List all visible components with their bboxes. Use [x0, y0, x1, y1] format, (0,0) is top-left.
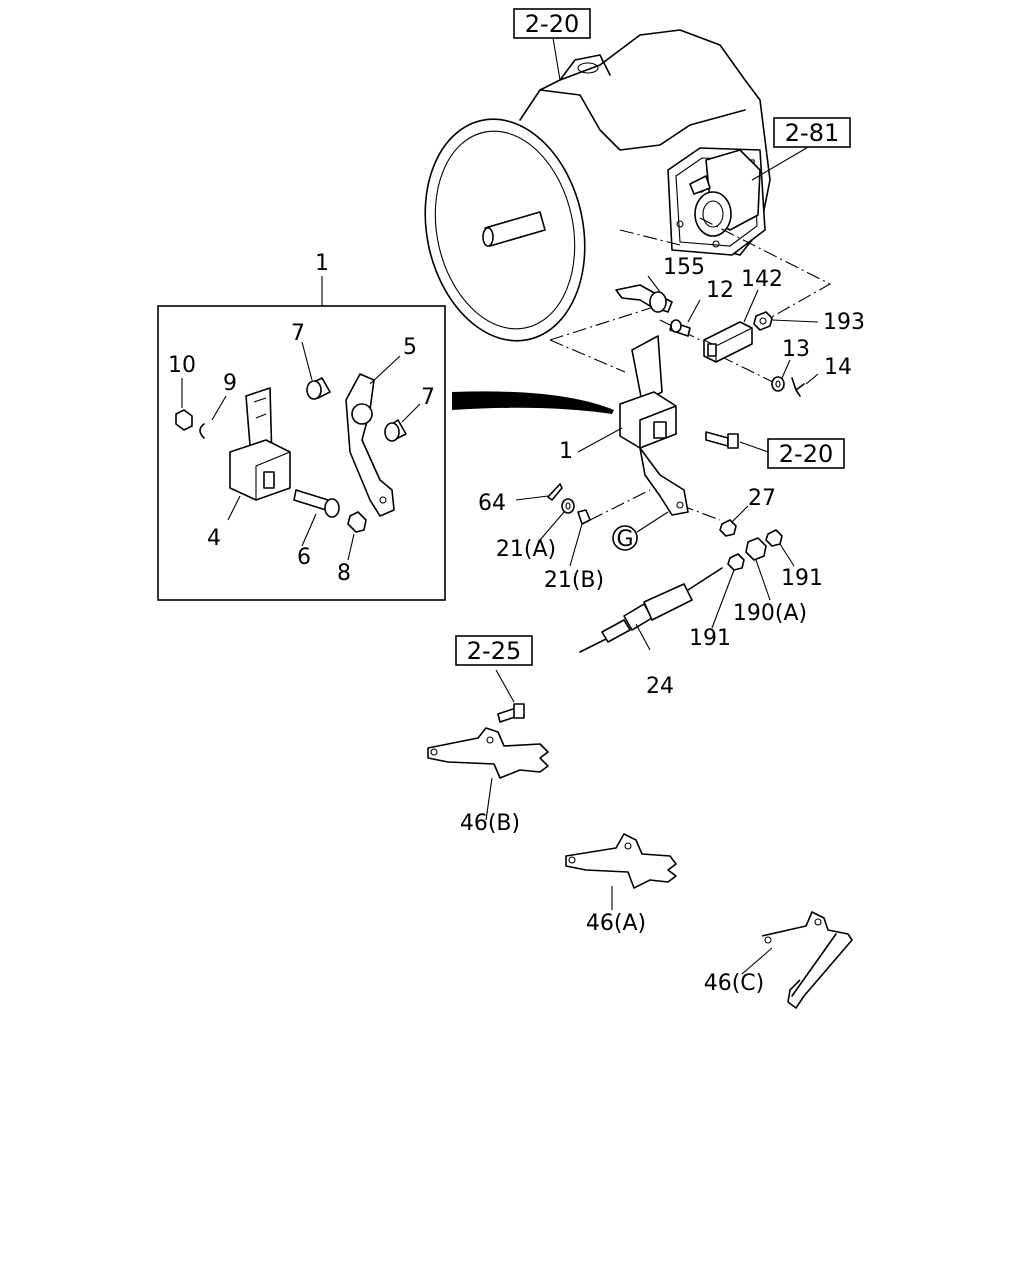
part-191-nut-right	[765, 529, 795, 567]
label-8: 8	[337, 561, 351, 586]
inset-parts	[175, 341, 421, 561]
detail-inset-box	[157, 305, 446, 601]
label-190a: 190(A)	[733, 601, 807, 626]
ref-box-2-81: 2-81	[773, 117, 851, 148]
part-21a-washer	[539, 498, 575, 541]
label-142: 142	[741, 267, 783, 292]
label-191-left: 191	[689, 626, 731, 651]
label-10: 10	[168, 353, 196, 378]
transmission-housing	[424, 29, 811, 342]
leader-1-main	[577, 427, 623, 453]
label-6: 6	[297, 545, 311, 570]
label-9: 9	[223, 371, 237, 396]
ref-box-2-25: 2-25	[455, 635, 533, 666]
label-13: 13	[782, 337, 810, 362]
reference-arrow	[452, 391, 614, 414]
part-27-nut	[719, 505, 749, 537]
part-labels: 1 1 4 5 6 7 7 8 9 10 12 13 14 21(A) 21(B…	[168, 251, 865, 996]
svg-text:2-20: 2-20	[525, 10, 579, 38]
label-5: 5	[403, 335, 417, 360]
part-46a-bracket	[565, 833, 677, 910]
label-14: 14	[824, 355, 852, 380]
part-190a-nut	[745, 537, 771, 601]
part-21b-washer	[569, 509, 591, 567]
label-24: 24	[646, 674, 674, 699]
part-7-bush-b	[384, 403, 421, 442]
label-46b: 46(B)	[460, 811, 520, 836]
svg-text:2-81: 2-81	[785, 119, 839, 147]
label-21a: 21(A)	[496, 537, 556, 562]
label-46a: 46(A)	[586, 911, 646, 936]
label-27: 27	[748, 486, 776, 511]
label-191-right: 191	[781, 566, 823, 591]
part-7-bush-a	[301, 341, 331, 400]
part-155-clip	[615, 275, 673, 313]
part-64-pin	[515, 483, 563, 501]
circle-g-marker: G	[612, 511, 669, 552]
part-46c-bracket	[741, 911, 853, 1009]
label-155: 155	[663, 255, 705, 280]
label-7-a: 7	[291, 321, 305, 346]
label-7-b: 7	[421, 385, 435, 410]
label-4: 4	[207, 526, 221, 551]
part-13-washer	[771, 359, 791, 392]
ref-box-2-20-top: 2-20	[513, 8, 591, 39]
part-193-nut	[753, 311, 819, 331]
circle-g-label: G	[616, 527, 633, 552]
main-bracket-assembly	[619, 335, 739, 516]
part-191-nut-left	[711, 553, 745, 629]
label-21b: 21(B)	[544, 568, 604, 593]
label-1-top: 1	[315, 251, 329, 276]
label-46c: 46(C)	[704, 971, 765, 996]
label-12: 12	[706, 278, 734, 303]
part-46b-bracket	[427, 669, 549, 821]
part-14-clip	[791, 373, 819, 397]
svg-text:2-20: 2-20	[779, 440, 833, 468]
part-142-block	[703, 289, 759, 363]
label-1-main: 1	[559, 439, 573, 464]
label-193: 193	[823, 310, 865, 335]
part-24-cable	[579, 567, 723, 653]
part-12-pin	[669, 299, 701, 337]
label-64: 64	[478, 491, 506, 516]
svg-text:2-25: 2-25	[467, 637, 521, 665]
ref-box-2-20-mid: 2-20	[739, 438, 845, 469]
